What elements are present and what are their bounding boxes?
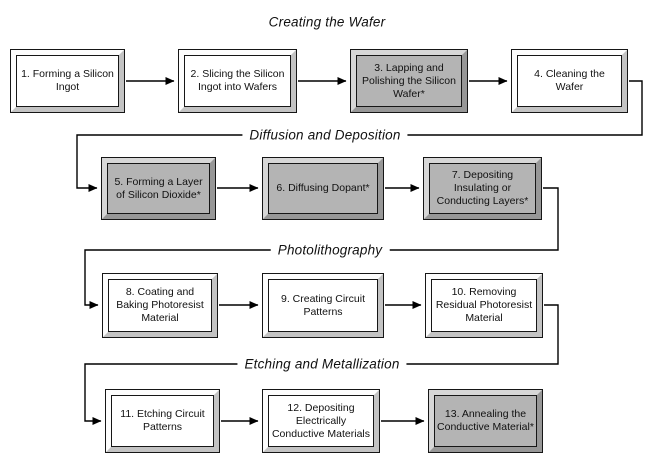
- box-face: 13. Annealing the Conductive Material*: [434, 395, 537, 447]
- process-step-box-7: 7. Depositing Insulating or Conducting L…: [423, 157, 542, 220]
- box-bevel-frame: 11. Etching Circuit Patterns: [106, 390, 219, 452]
- box-bevel-frame: 5. Forming a Layer of Silicon Dioxide*: [102, 158, 215, 219]
- process-step-label: 8. Coating and Baking Photoresist Materi…: [116, 286, 204, 324]
- process-step-box-3: 3. Lapping and Polishing the Silicon Waf…: [350, 49, 468, 113]
- box-face: 6. Diffusing Dopant*: [268, 163, 378, 214]
- box-bevel-frame: 3. Lapping and Polishing the Silicon Waf…: [351, 50, 467, 112]
- process-step-box-12: 12. Depositing Electrically Conductive M…: [262, 389, 380, 453]
- box-bevel-frame: 10. Removing Residual Photoresist Materi…: [426, 274, 542, 337]
- box-bevel-frame: 8. Coating and Baking Photoresist Materi…: [103, 274, 217, 337]
- process-step-label: 4. Cleaning the Wafer: [534, 68, 605, 93]
- process-step-label: 13. Annealing the Conductive Material*: [437, 408, 534, 433]
- process-step-label: 11. Etching Circuit Patterns: [120, 408, 205, 433]
- box-face: 5. Forming a Layer of Silicon Dioxide*: [107, 163, 210, 214]
- box-face: 10. Removing Residual Photoresist Materi…: [431, 279, 537, 332]
- box-bevel-frame: 13. Annealing the Conductive Material*: [429, 390, 542, 452]
- box-face: 3. Lapping and Polishing the Silicon Waf…: [356, 55, 462, 107]
- box-bevel-frame: 4. Cleaning the Wafer: [512, 50, 627, 112]
- box-bevel-frame: 9. Creating Circuit Patterns: [263, 274, 383, 337]
- process-step-box-1: 1. Forming a Silicon Ingot: [10, 49, 125, 113]
- process-step-label: 6. Diffusing Dopant*: [276, 182, 370, 194]
- box-face: 8. Coating and Baking Photoresist Materi…: [108, 279, 212, 332]
- section-title-3: Photolithography: [270, 242, 390, 258]
- box-face: 11. Etching Circuit Patterns: [111, 395, 214, 447]
- box-bevel-frame: 6. Diffusing Dopant*: [263, 158, 383, 219]
- box-face: 1. Forming a Silicon Ingot: [16, 55, 119, 107]
- process-step-label: 3. Lapping and Polishing the Silicon Waf…: [362, 61, 456, 100]
- process-step-label: 5. Forming a Layer of Silicon Dioxide*: [114, 175, 203, 201]
- box-face: 12. Depositing Electrically Conductive M…: [268, 395, 374, 447]
- process-step-box-13: 13. Annealing the Conductive Material*: [428, 389, 543, 453]
- process-step-box-5: 5. Forming a Layer of Silicon Dioxide*: [101, 157, 216, 220]
- process-step-box-2: 2. Slicing the Silicon Ingot into Wafers: [178, 49, 297, 113]
- section-title-2: Diffusion and Deposition: [242, 127, 408, 143]
- process-step-box-9: 9. Creating Circuit Patterns: [262, 273, 384, 338]
- process-step-box-6: 6. Diffusing Dopant*: [262, 157, 384, 220]
- section-title-4: Etching and Metallization: [237, 356, 407, 372]
- section-title-1: Creating the Wafer: [261, 14, 393, 30]
- box-bevel-frame: 12. Depositing Electrically Conductive M…: [263, 390, 379, 452]
- process-step-label: 1. Forming a Silicon Ingot: [21, 68, 114, 93]
- process-step-label: 9. Creating Circuit Patterns: [280, 292, 366, 318]
- box-face: 2. Slicing the Silicon Ingot into Wafers: [184, 55, 291, 107]
- box-bevel-frame: 1. Forming a Silicon Ingot: [11, 50, 124, 112]
- box-bevel-frame: 2. Slicing the Silicon Ingot into Wafers: [179, 50, 296, 112]
- process-step-box-4: 4. Cleaning the Wafer: [511, 49, 628, 113]
- box-face: 4. Cleaning the Wafer: [517, 55, 622, 107]
- box-face: 7. Depositing Insulating or Conducting L…: [429, 163, 536, 214]
- box-face: 9. Creating Circuit Patterns: [268, 279, 378, 332]
- process-step-box-11: 11. Etching Circuit Patterns: [105, 389, 220, 453]
- process-step-box-8: 8. Coating and Baking Photoresist Materi…: [102, 273, 218, 338]
- box-bevel-frame: 7. Depositing Insulating or Conducting L…: [424, 158, 541, 219]
- process-step-label: 2. Slicing the Silicon Ingot into Wafers: [190, 68, 285, 93]
- process-step-box-10: 10. Removing Residual Photoresist Materi…: [425, 273, 543, 338]
- process-step-label: 10. Removing Residual Photoresist Materi…: [435, 286, 533, 324]
- process-step-label: 7. Depositing Insulating or Conducting L…: [436, 169, 529, 207]
- process-step-label: 12. Depositing Electrically Conductive M…: [271, 401, 371, 440]
